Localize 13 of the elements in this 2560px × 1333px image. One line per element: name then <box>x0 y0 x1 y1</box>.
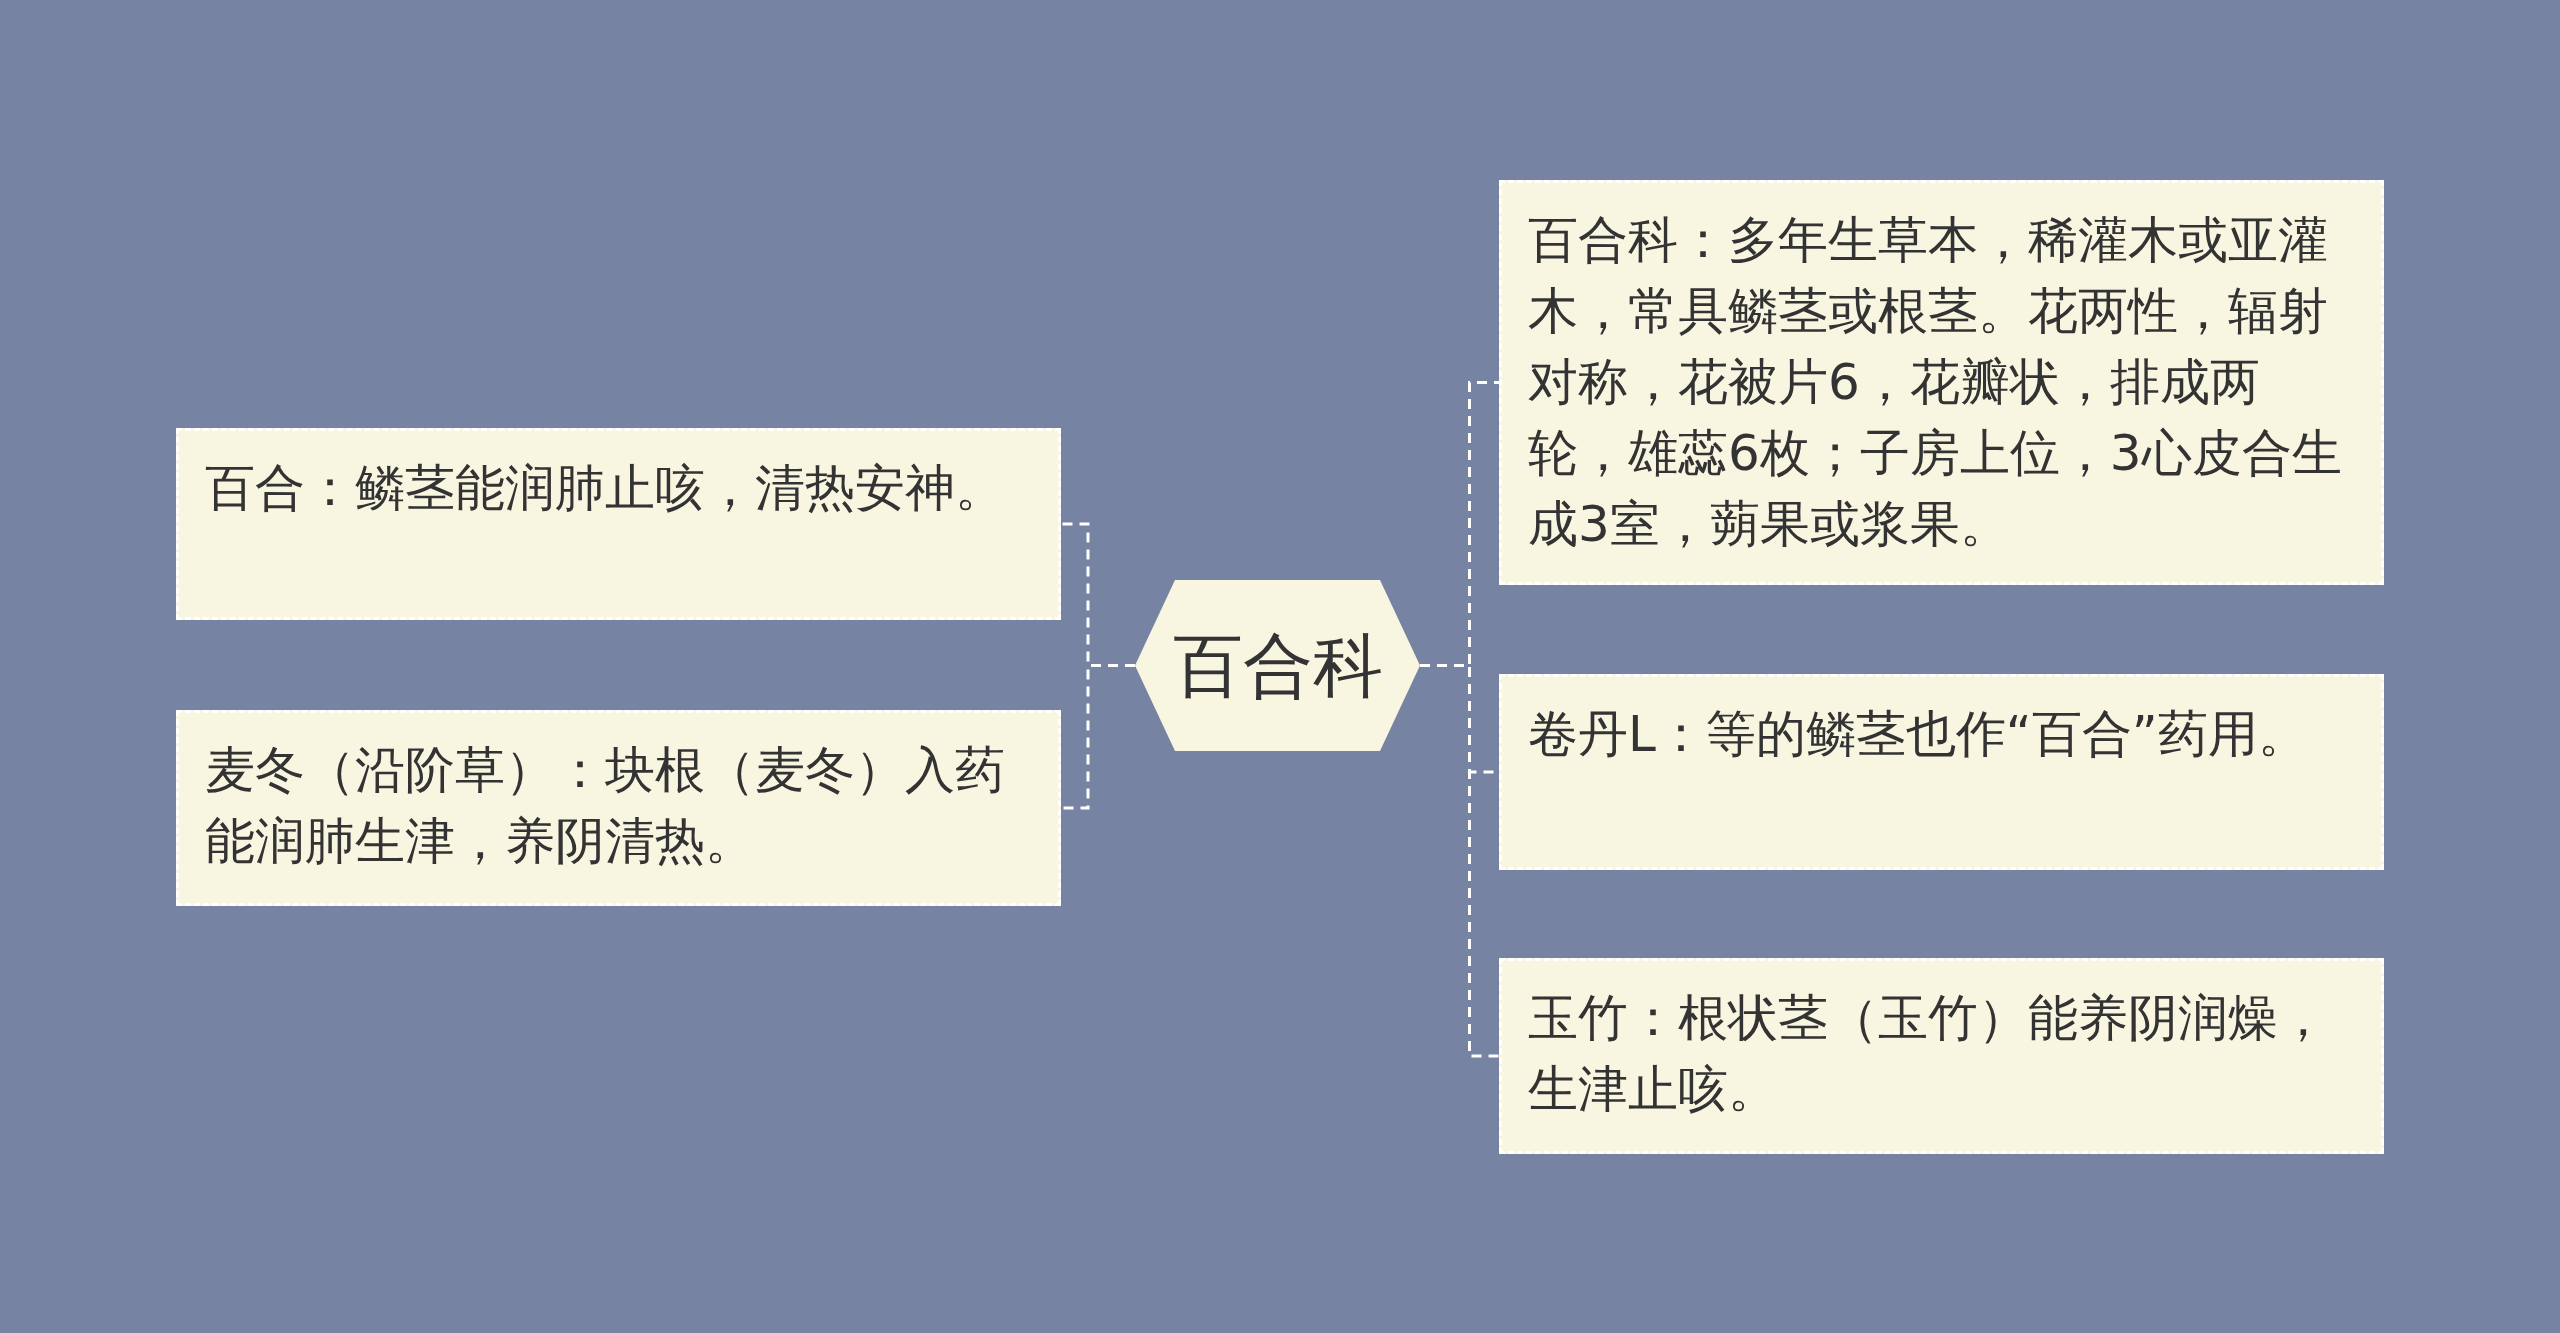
topic-text: 百合科 <box>1172 630 1383 701</box>
note-box <box>1499 674 2384 870</box>
note-box <box>1499 958 2384 1154</box>
note-text: 百合：鳞茎能润肺止咳，清热安神。 <box>205 458 1006 519</box>
note-box <box>176 710 1061 906</box>
note-text: 百合科：多年生草本，稀灌木或亚灌木，常具鳞茎或根茎。花两性，辐射对称，花被片6，花瓣状，排成两轮，雄蕊6枚；子房上位，3心皮合生成3室，蒴果或浆果。 <box>1528 210 2343 555</box>
note-box <box>176 428 1061 620</box>
note-text: 麦冬（沿阶草）：块根（麦冬）入药能润肺生津，养阴清热。 <box>205 740 1006 872</box>
note-text: 卷丹L：等的鳞茎也作“百合”药用。 <box>1528 704 2309 765</box>
note-box <box>1499 180 2384 585</box>
note-text: 玉竹：根状茎（玉竹）能养阴润燥，生津止咳。 <box>1528 988 2329 1120</box>
connector-line <box>1061 664 1135 810</box>
connector-line <box>1420 664 1499 1058</box>
